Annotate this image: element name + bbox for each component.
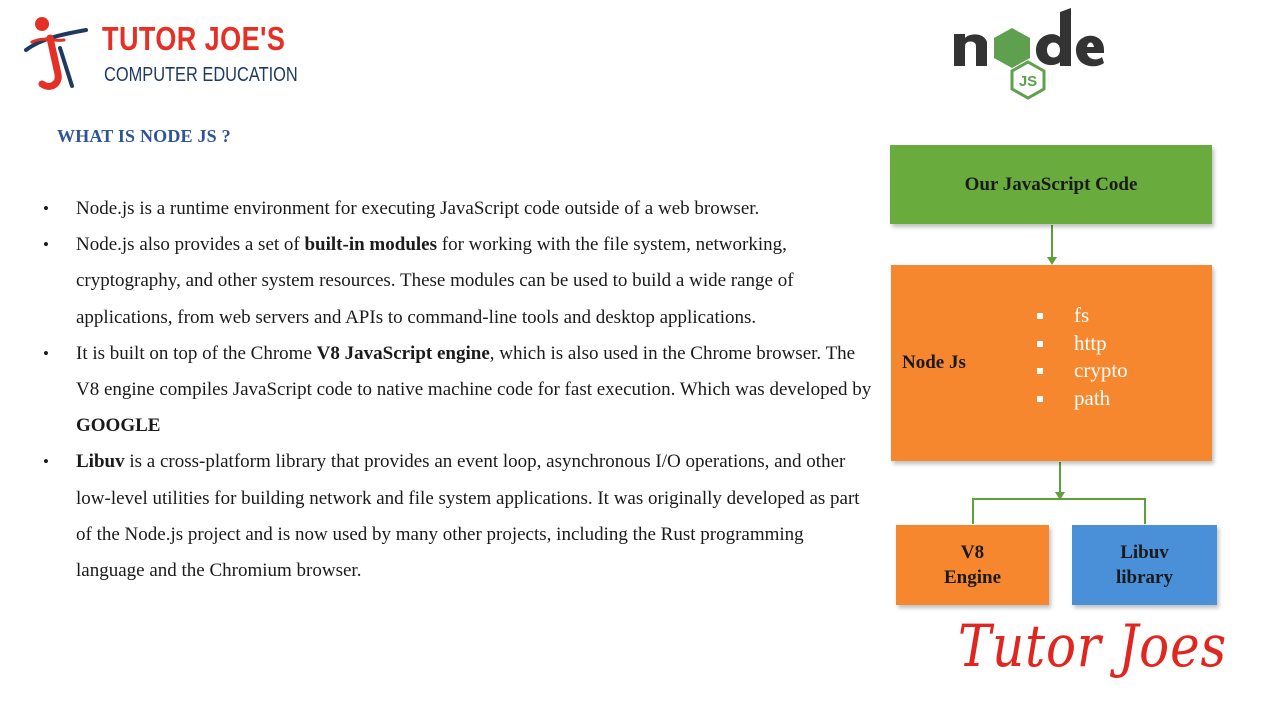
module-item: fs [1037,302,1128,330]
page-heading: WHAT IS NODE JS ? [57,126,231,146]
brand-subtitle: COMPUTER EDUCATION [104,64,298,86]
brand-logo: TUTOR JOE'S COMPUTER EDUCATION [24,12,298,92]
bullet-text: Node.js also provides a set of [76,234,305,256]
brand-title: TUTOR JOE'S [102,20,286,57]
javascript-code-label: Our JavaScript Code [964,173,1138,195]
bullet-item: Libuv is a cross-platform library that p… [43,444,876,589]
bullet-bold-text: GOOGLE [76,415,161,437]
libuv-library-label: Libuv library [1116,542,1173,588]
v8-engine-box: V8 Engine [896,525,1049,605]
bullet-text: Node.js is a runtime environment for exe… [76,198,760,219]
nodejs-label: Node Js [902,352,966,373]
module-item: crypto [1037,357,1128,385]
libuv-library-box: Libuv library [1072,525,1217,605]
svg-text:JS: JS [1019,73,1037,90]
nodejs-logo-icon: JS [954,8,1104,100]
arrowhead-icon [1047,257,1057,265]
bullet-text: It is built on top of the Chrome [76,342,317,364]
bullet-bold-text: Libuv [76,451,125,473]
bullet-item: It is built on top of the Chrome V8 Java… [43,336,876,445]
module-list: fs http crypto path [1037,302,1128,412]
bullet-bold-text: V8 JavaScript engine [316,342,490,364]
arrowhead-icon [1055,492,1065,500]
bullet-bold-text: built-in modules [304,234,437,256]
bullet-text: for working with the file system, networ… [76,234,794,328]
nodejs-box: Node Js fs http crypto path [891,265,1212,461]
v8-engine-label: V8 Engine [943,542,1002,588]
bullet-text: , which is also used in the Chrome brows… [76,342,872,401]
bullet-list: Node.js is a runtime environment for exe… [43,191,876,589]
bullet-text: is a cross-platform library that provide… [76,451,860,582]
module-item: path [1037,385,1128,413]
module-item: http [1037,330,1128,358]
bullet-item: Node.js is a runtime environment for exe… [43,191,876,227]
bullet-item: Node.js also provides a set of built-in … [43,227,876,336]
tutor-joes-mark-icon [24,17,88,90]
tutor-joes-signature: Tutor Joes [958,612,1227,680]
javascript-code-box: Our JavaScript Code [890,145,1212,224]
